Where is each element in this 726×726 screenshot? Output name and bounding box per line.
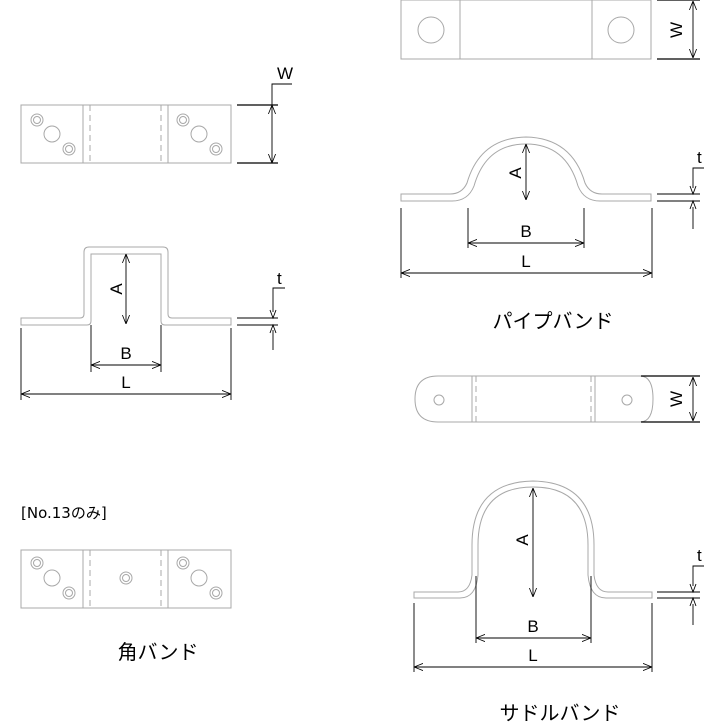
dim-label-l: L: [528, 646, 537, 665]
dim-label-w: W: [667, 22, 686, 38]
dim-label-w: W: [277, 64, 293, 83]
title-kaku-band: 角バンド: [118, 640, 199, 664]
dim-label-b: B: [520, 222, 531, 241]
bolt-hole-icon: [30, 113, 223, 156]
dim-label-t: t: [697, 148, 702, 167]
variant-note: [No.13のみ]: [21, 504, 107, 522]
dim-label-a: A: [513, 534, 532, 546]
saddle-band-top-view: W: [414, 375, 700, 423]
dim-label-t: t: [697, 546, 702, 565]
dim-label-b: B: [527, 617, 538, 636]
bolt-hole-icon: [30, 556, 223, 600]
dim-label-w: W: [667, 391, 686, 407]
kaku-band-no13-top-view: [20, 549, 232, 609]
title-saddle-band: サドルバンド: [500, 701, 621, 725]
dim-label-l: L: [121, 373, 130, 392]
saddle-band-side-view: A B L t: [413, 480, 704, 672]
title-pipe-band: パイプバンド: [493, 309, 614, 333]
dim-label-t: t: [277, 269, 282, 288]
dim-label-a: A: [506, 167, 525, 179]
dim-label-b: B: [120, 344, 131, 363]
dim-label-l: L: [521, 252, 530, 271]
kaku-band-side-view: A B L t: [20, 246, 285, 400]
pipe-band-top-view: W: [400, 0, 700, 60]
dim-label-a: A: [107, 283, 126, 295]
pipe-band-side-view: A B L t: [400, 136, 704, 278]
kaku-band-top-view: W: [20, 64, 293, 164]
